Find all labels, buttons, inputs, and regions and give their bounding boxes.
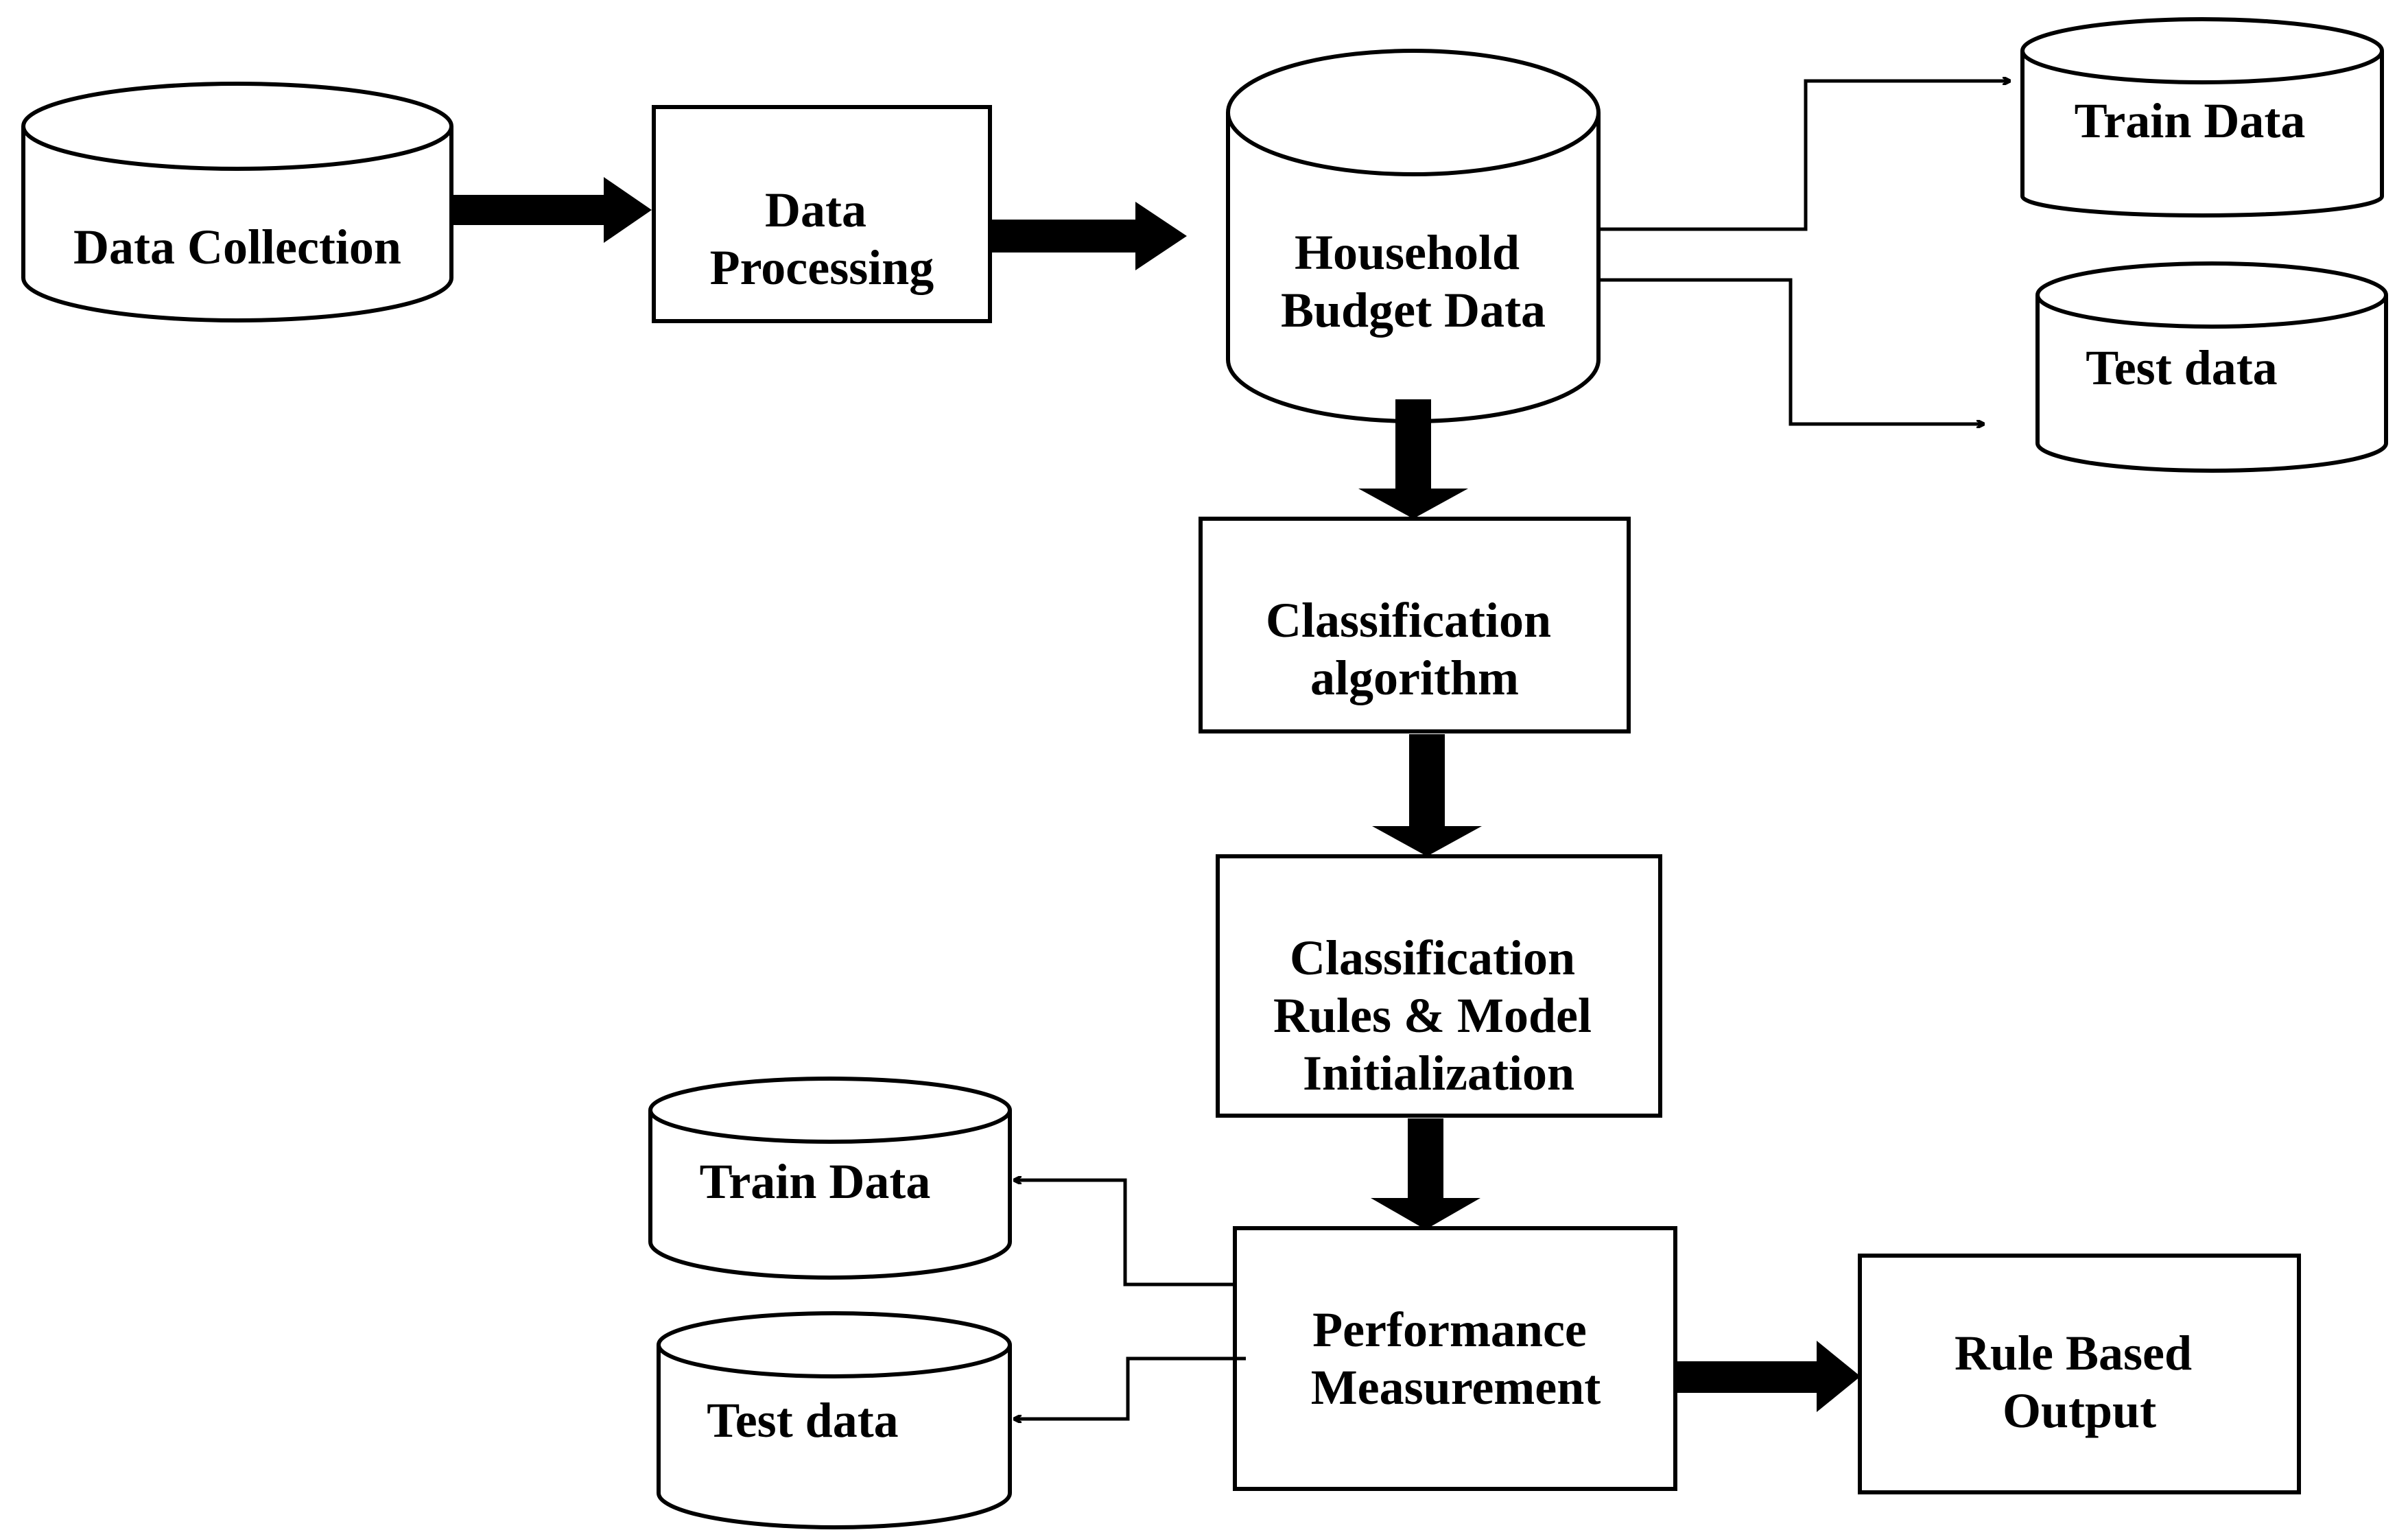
data-processing-box bbox=[652, 105, 992, 323]
data-collection-label: Data Collection bbox=[73, 220, 401, 274]
connector-performance-to-test-bottom bbox=[1014, 1356, 1246, 1419]
arrow-collection-to-processing bbox=[453, 177, 652, 243]
rule-based-output-box bbox=[1858, 1254, 2301, 1494]
arrow-processing-to-household bbox=[991, 202, 1187, 270]
train-data-bottom-cylinder bbox=[648, 1077, 1012, 1280]
test-data-bottom-cylinder bbox=[657, 1311, 1012, 1529]
connector-household-to-test-top bbox=[1600, 278, 1984, 424]
performance-measurement-box bbox=[1233, 1226, 1677, 1491]
test-data-top-cylinder bbox=[2035, 261, 2388, 473]
test-data-top-label: Test data bbox=[2086, 340, 2277, 395]
household-budget-data-label: Household Budget Data bbox=[1281, 225, 1546, 338]
classification-algorithm-box bbox=[1199, 517, 1631, 733]
arrow-household-to-algorithm bbox=[1358, 399, 1468, 519]
rule-based-output-label: Rule Based Output bbox=[1955, 1326, 2204, 1438]
connector-performance-to-train-bottom bbox=[1014, 1180, 1235, 1287]
connector-household-to-train-top bbox=[1600, 81, 2010, 231]
arrow-performance-to-output bbox=[1677, 1341, 1861, 1412]
classification-algorithm-label: Classification algorithm bbox=[1266, 593, 1563, 705]
data-collection-cylinder bbox=[21, 82, 453, 322]
data-processing-label: Data Processing bbox=[710, 183, 934, 295]
train-data-bottom-label: Train Data bbox=[700, 1154, 931, 1209]
performance-measurement-label: Performance Measurement bbox=[1311, 1302, 1601, 1415]
arrow-algorithm-to-rules bbox=[1372, 734, 1482, 856]
test-data-bottom-label: Test data bbox=[707, 1393, 898, 1448]
classification-rules-label: Classification Rules & Model Initializat… bbox=[1273, 930, 1604, 1101]
classification-rules-box bbox=[1216, 854, 1662, 1118]
arrow-rules-to-performance bbox=[1371, 1118, 1480, 1230]
train-data-top-cylinder bbox=[2020, 17, 2384, 218]
train-data-top-label: Train Data bbox=[2075, 93, 2306, 148]
household-budget-data-cylinder bbox=[1226, 49, 1601, 423]
